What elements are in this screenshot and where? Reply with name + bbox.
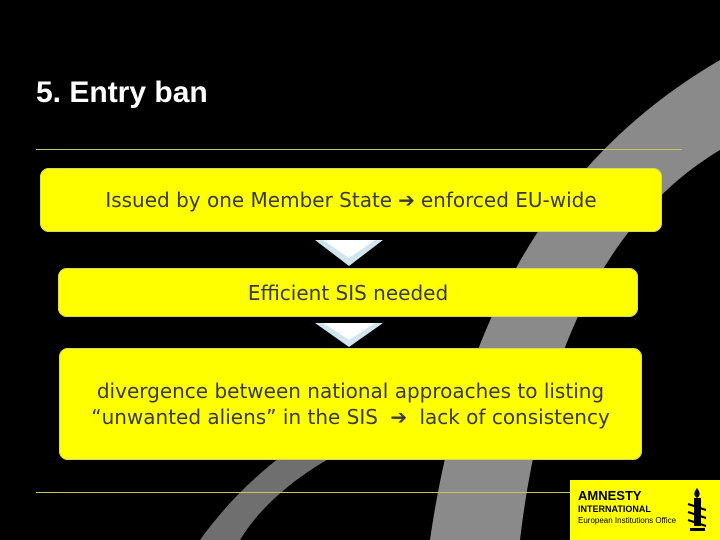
- logo-line1: AMNESTY: [578, 488, 642, 503]
- flow-box-issued: Issued by one Member State ➔ enforced EU…: [40, 168, 662, 232]
- down-arrow-icon: [315, 240, 383, 266]
- flow-box-divergence: divergence between national approaches t…: [59, 348, 642, 460]
- logo-line3: European Institutions Office: [578, 516, 677, 525]
- box3-line2: “unwanted aliens” in the SIS ➔ lack of c…: [91, 404, 610, 430]
- right-arrow-icon: ➔: [390, 405, 408, 429]
- logo-line2: INTERNATIONAL: [578, 504, 651, 514]
- page-title: 5. Entry ban: [36, 76, 208, 109]
- top-divider: [36, 149, 682, 150]
- box2-text: Efficient SIS needed: [247, 280, 449, 305]
- right-arrow-icon: ➔: [398, 188, 415, 212]
- box3-line2-left: “unwanted aliens” in the SIS: [91, 405, 378, 429]
- bottom-divider: [36, 492, 682, 493]
- amnesty-logo: AMNESTY INTERNATIONAL European Instituti…: [570, 480, 720, 540]
- flow-box-sis: Efficient SIS needed: [58, 268, 638, 317]
- box1-text-left: Issued by one Member State: [105, 188, 393, 212]
- box1-text-right: enforced EU-wide: [420, 188, 597, 212]
- box3-line1: divergence between national approaches t…: [96, 379, 605, 403]
- box3-line2-right: lack of consistency: [419, 405, 610, 429]
- candle-barbed-wire-icon: [687, 488, 707, 531]
- down-arrow-icon: [315, 323, 383, 347]
